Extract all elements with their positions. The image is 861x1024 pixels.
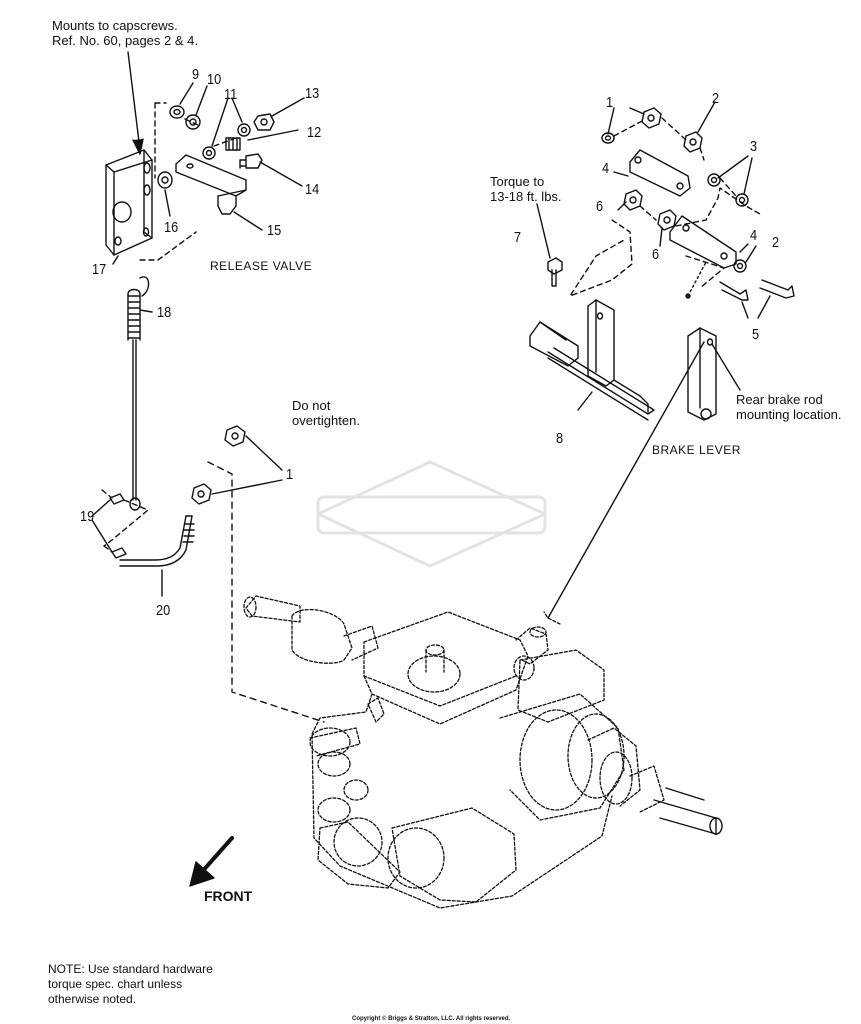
part-number: 8 [556, 430, 564, 447]
part-number: 7 [514, 229, 522, 246]
part-number: 13 [305, 85, 320, 102]
part-number: 5 [752, 326, 760, 343]
part-number: 10 [207, 71, 222, 88]
copyright-notice: Copyright © Briggs & Stratton, LLC. All … [352, 1016, 511, 1022]
brake-hardware-dashes [569, 117, 761, 297]
hardware-note-line3: otherwise noted. [48, 992, 137, 1006]
part-number: 17 [92, 261, 107, 278]
mounts-pointer-arrowhead [132, 138, 144, 155]
brake-hardware [547, 107, 795, 301]
release-valve-label: RELEASE VALVE [210, 259, 313, 273]
hardware-note-line2: torque spec. chart unless [48, 977, 183, 991]
release-valve-dashes [139, 102, 237, 261]
part-number: 4 [750, 227, 758, 244]
part-number: 6 [652, 246, 660, 263]
leader-torque [536, 203, 551, 259]
part-number: 6 [596, 198, 604, 215]
hardware-note: NOTE: Use standard hardware torque spec.… [48, 962, 213, 1007]
brake-rod [547, 341, 705, 619]
rear-brake-callout-line1: Rear brake rod [736, 392, 823, 407]
part-number: 2 [772, 234, 780, 251]
transmission [243, 595, 665, 909]
rear-brake-callout-line2: mounting location. [736, 407, 842, 422]
rod-clips-and-rod [109, 493, 195, 567]
mounts-callout-line2: Ref. No. 60, pages 2 & 4. [52, 33, 198, 48]
overtighten-callout: Do not overtighten. [292, 398, 360, 428]
leader-rear-mount [711, 343, 741, 391]
part-number: 2 [712, 90, 720, 107]
brake-lever-assembly [529, 299, 717, 421]
mounts-callout: Mounts to capscrews. Ref. No. 60, pages … [52, 18, 198, 48]
leaders-release-valve [91, 82, 305, 597]
mounts-callout-line1: Mounts to capscrews. [52, 18, 178, 33]
brake-rod-dashline [687, 261, 707, 297]
release-valve-hardware [157, 105, 275, 189]
torque-callout-line2: 13-18 ft. lbs. [490, 189, 562, 204]
leader-part-8 [577, 391, 593, 411]
part-number: 14 [305, 181, 320, 198]
output-shaft [653, 787, 723, 835]
part-number: 4 [602, 160, 610, 177]
rod-clips-dashes [101, 489, 149, 553]
release-valve-spring [127, 276, 150, 511]
locknuts-left [191, 425, 246, 505]
part-number: 15 [267, 222, 282, 239]
rear-brake-callout: Rear brake rod mounting location. [736, 392, 842, 422]
part-number: 3 [750, 138, 758, 155]
mounts-pointer-line [127, 51, 141, 151]
leaders-brake-numbers [607, 101, 771, 319]
part-number: 19 [80, 508, 95, 525]
part-number: 20 [156, 602, 171, 619]
part-number: 16 [164, 219, 179, 236]
release-valve-bracket [105, 149, 153, 256]
part-number: 12 [307, 124, 322, 141]
overtighten-callout-line2: overtighten. [292, 413, 360, 428]
front-arrow [189, 836, 234, 887]
part-number: 18 [157, 304, 172, 321]
locknuts-leaders [211, 435, 283, 495]
part-number: 11 [224, 86, 238, 103]
part-number: 1 [286, 466, 294, 483]
part-number: 9 [192, 66, 200, 83]
locknuts-dash [207, 461, 325, 723]
torque-callout-line1: Torque to [490, 174, 545, 189]
watermark-logo [316, 460, 547, 568]
front-label: FRONT [204, 888, 253, 904]
hardware-note-line1: NOTE: Use standard hardware [48, 962, 213, 976]
part-number: 1 [606, 94, 614, 111]
brake-lever-label: BRAKE LEVER [652, 443, 741, 457]
overtighten-callout-line1: Do not [292, 398, 331, 413]
torque-callout: Torque to 13-18 ft. lbs. [490, 174, 562, 204]
release-valve-lever [175, 154, 247, 215]
